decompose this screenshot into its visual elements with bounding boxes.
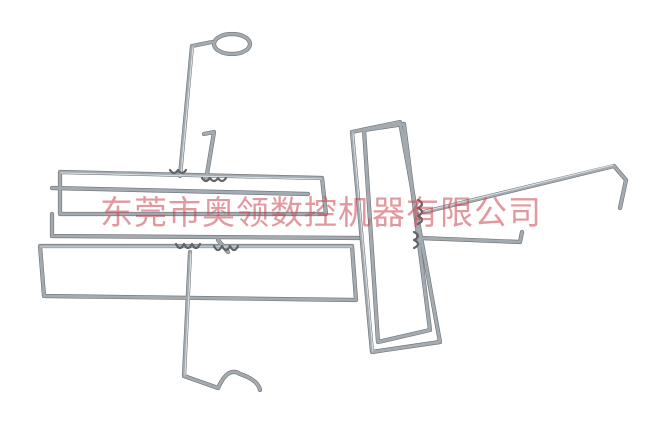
wire-part-upper-hanger <box>49 31 329 217</box>
wire-part-lower-hanger <box>37 211 363 393</box>
wire-part-vertical-frame <box>349 119 629 355</box>
